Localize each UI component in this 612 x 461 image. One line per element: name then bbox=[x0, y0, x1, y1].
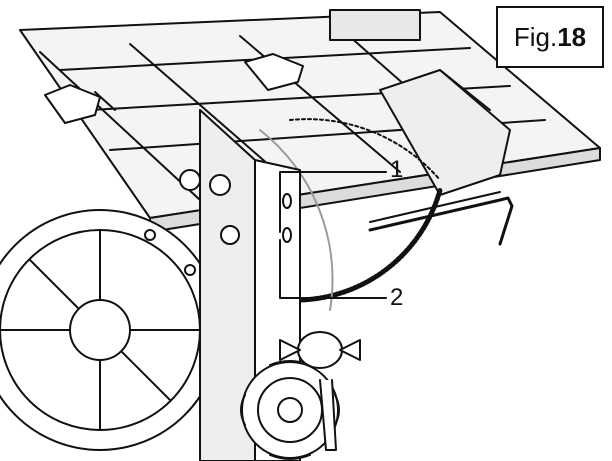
fence-clamp-right bbox=[244, 53, 304, 91]
callout-leader-1 bbox=[279, 171, 387, 233]
figure-number: 18 bbox=[557, 21, 587, 52]
figure-label: Fig.18 bbox=[496, 6, 604, 68]
adjustment-holes bbox=[282, 193, 292, 243]
hex-key bbox=[368, 191, 514, 246]
figure-prefix: Fig. bbox=[513, 21, 558, 52]
callout-leader-2 bbox=[279, 239, 387, 299]
pulley-wheel bbox=[0, 209, 221, 451]
wing-nut bbox=[279, 331, 361, 451]
fence-clamp-left bbox=[44, 84, 116, 124]
callout-1: 1 bbox=[390, 156, 404, 183]
callout-2: 2 bbox=[390, 284, 404, 311]
blade-guard bbox=[379, 69, 511, 196]
